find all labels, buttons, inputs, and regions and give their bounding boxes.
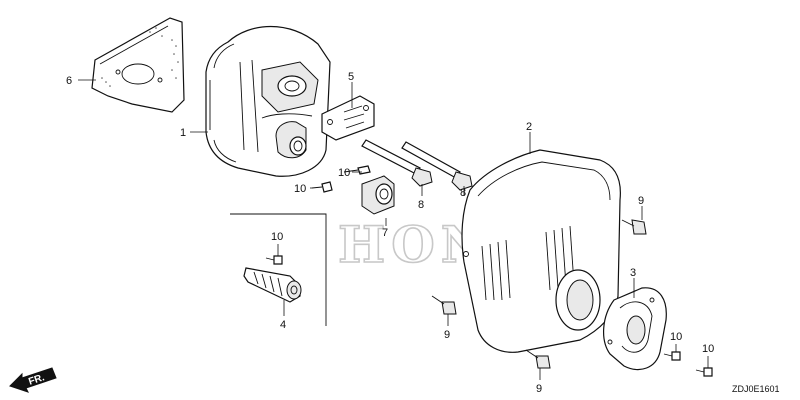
part-9-flange-bolt-a — [621, 219, 647, 235]
part-5-gasket — [321, 95, 375, 141]
part-1-muffler — [205, 26, 331, 177]
callout-10-inset: 10 — [271, 231, 283, 243]
callout-10-right-b: 10 — [702, 343, 714, 355]
callout-10-right-a: 10 — [670, 331, 682, 343]
callout-9-middle: 9 — [444, 329, 450, 341]
part-8-stud-bolt-1 — [361, 139, 433, 187]
front-direction-arrow: FR. — [9, 367, 57, 393]
part-7-clamp — [361, 175, 395, 215]
part-10-screw-b — [311, 181, 333, 193]
part-9-flange-bolt-c — [525, 349, 551, 369]
leader-lines — [78, 79, 709, 380]
callout-8-left: 8 — [418, 199, 424, 211]
callout-2: 2 — [526, 121, 532, 133]
part-8-stud-bolt-2 — [401, 141, 473, 191]
callout-4: 4 — [280, 319, 286, 331]
direction-label: FR. — [27, 372, 46, 388]
callout-8-right: 8 — [460, 187, 466, 199]
part-10-screw-d — [695, 367, 713, 377]
inset-box — [230, 213, 327, 326]
callout-3: 3 — [630, 267, 636, 279]
part-3-deflector — [603, 287, 667, 371]
part-4-spark-arrester — [243, 267, 302, 303]
part-6-protector-plate — [91, 17, 185, 113]
part-2-muffler-protector — [461, 149, 621, 353]
callout-5: 5 — [348, 71, 354, 83]
callout-10-center-top: 10 — [338, 167, 350, 179]
callout-6: 6 — [66, 75, 72, 87]
part-10-screw-c — [663, 351, 681, 361]
callout-7: 7 — [382, 227, 388, 239]
callout-9-top: 9 — [638, 195, 644, 207]
part-9-flange-bolt-b — [431, 295, 457, 315]
callout-10-center-left: 10 — [294, 183, 306, 195]
part-10-screw-e — [265, 255, 283, 265]
diagram-code: ZDJ0E1601 — [732, 384, 780, 394]
callout-1: 1 — [180, 127, 186, 139]
callout-9-bottom: 9 — [536, 383, 542, 395]
